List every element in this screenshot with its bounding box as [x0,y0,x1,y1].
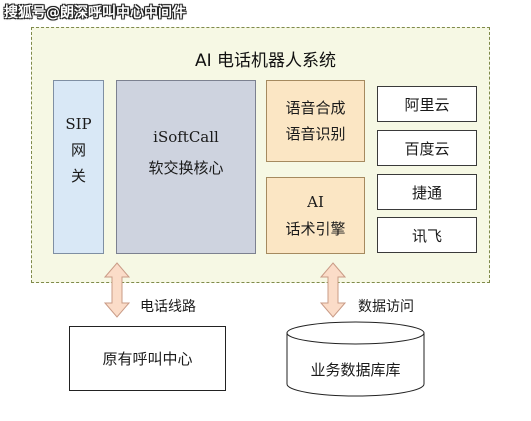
vendor-box-xunfei: 讯飞 [377,217,477,253]
phone-line-arrow [104,262,130,318]
watermark: 搜狐号@朗深呼叫中心中间件 [4,5,186,21]
sip-line: 关 [70,167,86,185]
vendor-box-baidu: 百度云 [377,130,477,166]
database-label: 业务数据库库 [310,361,401,379]
speech-synthesis-label: 语音合成 [285,99,346,117]
speech-recognition-label: 语音识别 [285,125,346,143]
vendor-box-aliyun: 阿里云 [377,86,477,122]
system-title: AI 电话机器人系统 [194,51,337,71]
sip-line: SIP [65,115,92,133]
sip-line: 网 [70,141,86,159]
sip-gateway-box: SIP 网 关 [53,80,104,254]
data-access-arrow [320,262,346,318]
phone-line-label: 电话线路 [140,299,196,315]
script-engine-box: AI 话术引擎 [266,177,365,254]
vendor-box-jietong: 捷通 [377,174,477,210]
core-name: iSoftCall [153,127,219,146]
database-cylinder [286,321,425,397]
data-access-label: 数据访问 [358,299,414,315]
script-ai-label: AI [307,192,324,211]
softswitch-core-box: iSoftCall 软交换核心 [116,80,256,254]
speech-engine-box: 语音合成 语音识别 [266,80,365,162]
script-engine-label: 话术引擎 [285,219,346,238]
legacy-call-center-box: 原有呼叫中心 [69,326,226,391]
core-desc: 软交换核心 [148,158,224,177]
